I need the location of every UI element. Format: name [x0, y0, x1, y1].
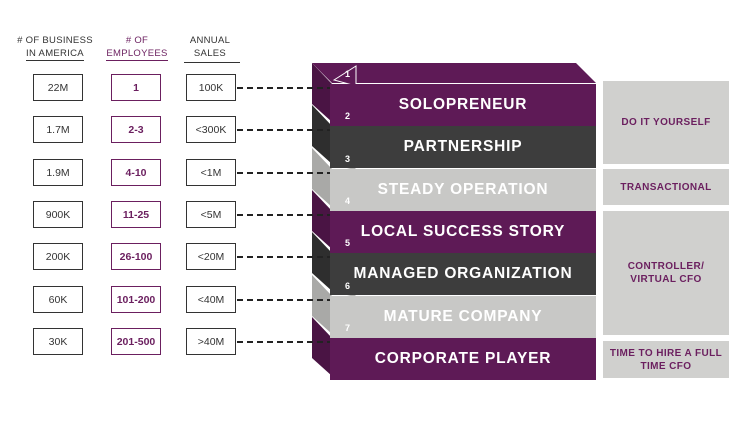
- stage-label: CORPORATE PLAYER: [374, 350, 552, 367]
- annual-sales-cell: >40M: [186, 328, 236, 355]
- connector-dashed-line: [237, 214, 333, 216]
- business-count-cell: 200K: [33, 243, 83, 270]
- step-number: 1: [345, 69, 351, 79]
- business-count-cell: 1.7M: [33, 116, 83, 143]
- step-side-face: [312, 190, 332, 249]
- step-side-face: [312, 275, 332, 334]
- stage-band: CORPORATE PLAYER: [330, 338, 596, 380]
- step-number: 2: [345, 111, 351, 121]
- annual-sales-cell: <1M: [186, 159, 236, 186]
- annual-sales-cell: <40M: [186, 286, 236, 313]
- header-employees-line2: EMPLOYEES: [106, 48, 168, 61]
- annual-sales-cell: <20M: [186, 243, 236, 270]
- header-business: # OF BUSINESS IN AMERICA: [10, 34, 100, 61]
- employees-cell: 1: [111, 74, 161, 101]
- employees-cell: 4-10: [111, 159, 161, 186]
- stage-label: STEADY OPERATION: [377, 181, 549, 198]
- annual-sales-cell: 100K: [186, 74, 236, 101]
- employees-cell: 101-200: [111, 286, 161, 313]
- connector-dashed-line: [237, 256, 333, 258]
- employees-cell: 2-3: [111, 116, 161, 143]
- stage-label: MANAGED ORGANIZATION: [353, 265, 573, 282]
- step-number-tab: [332, 65, 357, 87]
- employees-cell: 201-500: [111, 328, 161, 355]
- business-count-cell: 22M: [33, 74, 83, 101]
- stage-label: SOLOPRENEUR: [398, 96, 528, 113]
- header-sales-underline: [184, 62, 240, 63]
- stage-label: PARTNERSHIP: [403, 138, 523, 155]
- stage-band: MANAGED ORGANIZATION: [330, 253, 596, 295]
- header-sales-line2: SALES: [193, 48, 227, 59]
- step-number: 4: [345, 196, 351, 206]
- step-number: 3: [345, 154, 351, 164]
- business-count-cell: 900K: [33, 201, 83, 228]
- stage-band: SOLOPRENEUR: [330, 84, 596, 126]
- step-number: 6: [345, 281, 351, 291]
- connector-dashed-line: [237, 341, 333, 343]
- category-do-it-yourself: DO IT YOURSELF: [603, 81, 729, 164]
- business-count-cell: 60K: [33, 286, 83, 313]
- step-number: 5: [345, 238, 351, 248]
- connector-dashed-line: [237, 172, 333, 174]
- header-employees: # OF EMPLOYEES: [98, 34, 176, 61]
- step-side-face: [312, 105, 332, 164]
- category-transactional: TRANSACTIONAL: [603, 169, 729, 205]
- step-number: 7: [345, 323, 351, 333]
- employees-cell: 11-25: [111, 201, 161, 228]
- connector-dashed-line: [237, 129, 333, 131]
- business-count-cell: 1.9M: [33, 159, 83, 186]
- step-side-face: [312, 148, 332, 207]
- stage-label: MATURE COMPANY: [383, 308, 543, 325]
- header-business-line2: IN AMERICA: [26, 48, 84, 61]
- stage-band: STEADY OPERATION: [330, 169, 596, 211]
- staircase-top-face: [312, 63, 596, 83]
- step-side-face: [312, 232, 332, 291]
- connector-dashed-line: [237, 299, 333, 301]
- stage-band: MATURE COMPANY: [330, 296, 596, 338]
- category-full-time-cfo: TIME TO HIRE A FULL TIME CFO: [603, 341, 729, 378]
- header-business-line1: # OF BUSINESS: [17, 35, 93, 46]
- header-sales: ANNUAL SALES: [175, 34, 245, 60]
- header-employees-line1: # OF: [125, 35, 149, 46]
- employees-cell: 26-100: [111, 243, 161, 270]
- annual-sales-cell: <300K: [186, 116, 236, 143]
- category-controller-virtual-cfo: CONTROLLER/ VIRTUAL CFO: [603, 211, 729, 335]
- stage-band: LOCAL SUCCESS STORY: [330, 211, 596, 253]
- step-side-face: [312, 317, 332, 376]
- step-side-face: [312, 63, 332, 122]
- stage-band: PARTNERSHIP: [330, 126, 596, 168]
- header-sales-line1: ANNUAL: [189, 35, 231, 46]
- business-count-cell: 30K: [33, 328, 83, 355]
- stage-label: LOCAL SUCCESS STORY: [360, 223, 566, 240]
- annual-sales-cell: <5M: [186, 201, 236, 228]
- connector-dashed-line: [237, 87, 333, 89]
